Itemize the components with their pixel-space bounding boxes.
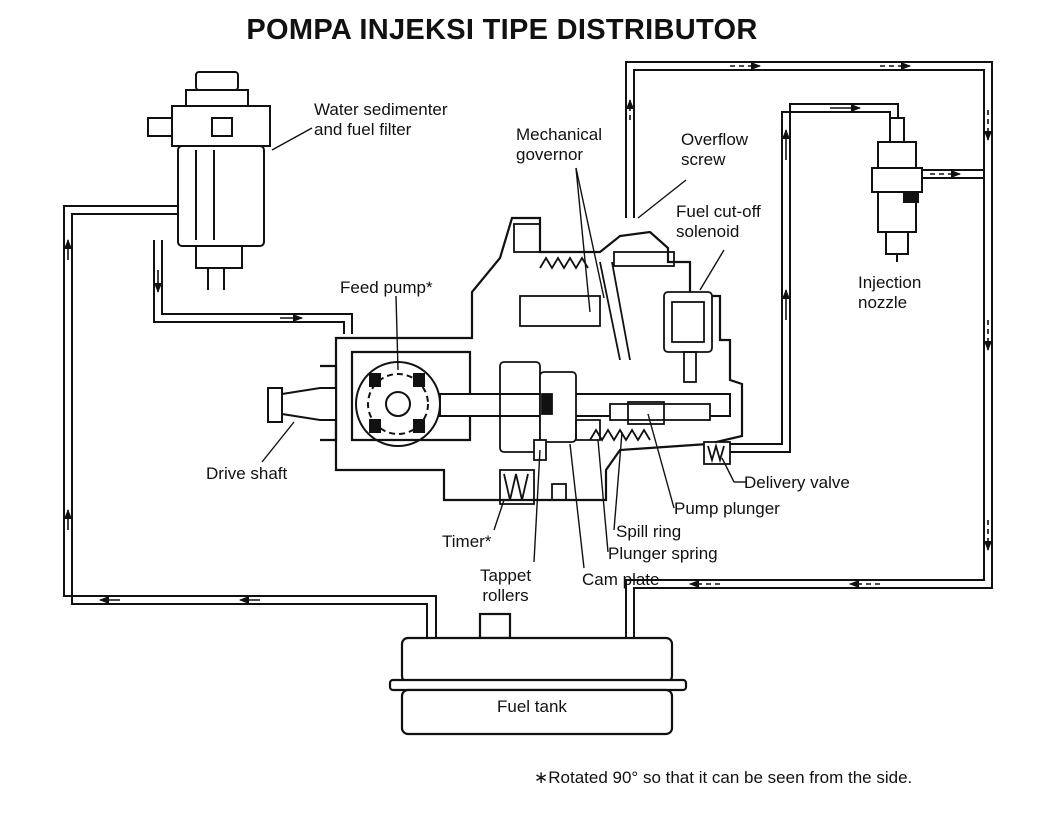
feed-pump-rotor (355, 361, 441, 447)
label-plunger-spring: Plunger spring (608, 544, 718, 563)
fuel-lines (63, 61, 993, 640)
label-mechanical-line2: governor (516, 145, 584, 164)
label-overflow-screw: Overflow screw (681, 130, 748, 170)
drive-shaft (267, 387, 731, 423)
flow-arrows (64, 62, 992, 604)
footnote: ∗Rotated 90° so that it can be seen from… (534, 768, 913, 787)
pump-internals (499, 223, 731, 505)
label-spill-ring: Spill ring (616, 522, 682, 541)
label-pump-plunger: Pump plunger (674, 499, 780, 518)
label-mechanical-line1: Mechanical (516, 125, 602, 144)
label-cutoff-line1: Fuel cut-off (676, 202, 761, 221)
label-tappet-line1: Tappet (480, 566, 532, 585)
label-water-sedimenter-line1: Water sedimenter (314, 100, 448, 119)
pump-body (320, 216, 744, 502)
fuel-filter (147, 71, 271, 290)
label-injection-line1: Injection (858, 273, 922, 292)
label-delivery-valve: Delivery valve (744, 473, 850, 492)
label-overflow-line1: Overflow (681, 130, 749, 149)
label-mechanical-governor: Mechanical governor (516, 125, 602, 165)
label-overflow-line2: screw (681, 150, 726, 169)
label-water-sedimenter-line2: and fuel filter (314, 120, 412, 139)
label-drive-shaft: Drive shaft (206, 464, 288, 483)
label-timer: Timer* (442, 532, 492, 551)
label-water-sedimenter: Water sedimenter and fuel filter (314, 100, 448, 140)
label-injection-nozzle: Injection nozzle (858, 273, 921, 313)
label-feed-pump: Feed pump* (340, 278, 433, 297)
injection-nozzle (871, 117, 923, 262)
leader-lines (261, 127, 746, 569)
label-fuel-tank: Fuel tank (497, 697, 567, 716)
label-tappet-rollers: Tappet rollers (480, 566, 531, 606)
label-fuel-cutoff-solenoid: Fuel cut-off solenoid (676, 202, 761, 242)
fuel-tank (388, 612, 688, 736)
label-cam-plate: Cam plate (582, 570, 660, 589)
label-tappet-line2: rollers (482, 586, 529, 605)
label-injection-line2: nozzle (858, 293, 908, 312)
diagram-title: POMPA INJEKSI TIPE DISTRIBUTOR (246, 14, 758, 46)
label-cutoff-line2: solenoid (676, 222, 740, 241)
